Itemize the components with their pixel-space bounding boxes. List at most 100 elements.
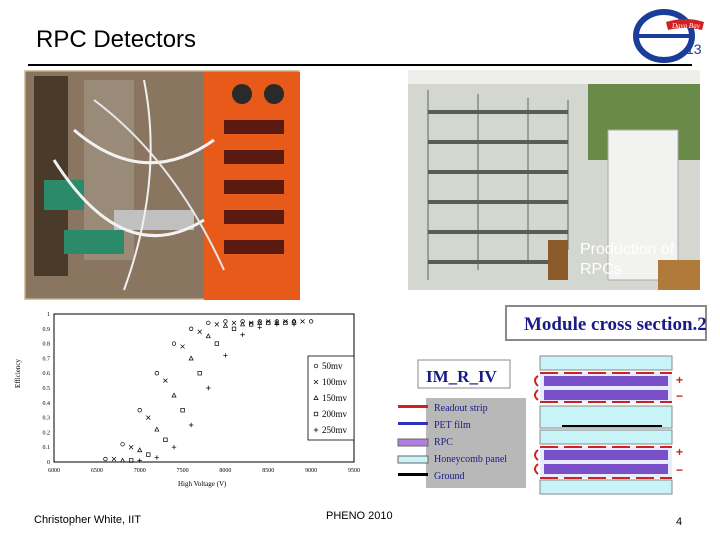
logo-subscript: 13 bbox=[686, 41, 702, 57]
module-legend-label: PET film bbox=[434, 420, 471, 431]
data-point bbox=[146, 415, 151, 420]
data-point bbox=[274, 322, 280, 327]
x-tick-label: 7500 bbox=[177, 468, 189, 474]
x-tick-label: 8500 bbox=[262, 468, 274, 474]
data-point bbox=[239, 321, 246, 327]
legend-label: 200mv bbox=[322, 409, 348, 419]
module-cross-section: Module cross section.2 IM_R_IV Readout s… bbox=[397, 305, 707, 495]
y-tick-label: 0.9 bbox=[43, 327, 51, 333]
legend-marker bbox=[313, 363, 319, 369]
svg-text:+: + bbox=[676, 373, 683, 387]
page-number: 4 bbox=[676, 516, 683, 528]
legend-label: 50mv bbox=[322, 361, 343, 371]
module-legend-label: Readout strip bbox=[434, 403, 488, 414]
daya-bay-logo: Daya Bay 13 bbox=[633, 9, 704, 63]
x-tick-label: 9000 bbox=[305, 468, 317, 474]
y-tick-label: 0.3 bbox=[43, 416, 51, 422]
y-axis-label: Efficiency bbox=[14, 358, 22, 388]
data-point bbox=[308, 319, 314, 324]
module-legend-swatch bbox=[398, 422, 428, 425]
x-axis-label: High Voltage (V) bbox=[178, 480, 227, 488]
module-legend-swatch bbox=[397, 438, 429, 447]
svg-text:+: + bbox=[676, 445, 683, 459]
legend-marker bbox=[313, 411, 319, 417]
legend-marker bbox=[313, 395, 319, 400]
efficiency-plot: 0 0.1 0.2 0.3 0.4 0.5 0.6 0.7 0.8 0.9 1 6000 6500 70… bbox=[8, 300, 366, 496]
data-point bbox=[231, 326, 237, 331]
data-point bbox=[257, 319, 262, 324]
data-point bbox=[188, 326, 194, 331]
y-tick-label: 0.1 bbox=[43, 445, 51, 451]
x-tick-label: 6000 bbox=[48, 468, 60, 474]
data-points bbox=[103, 318, 314, 463]
caption-line-2: RPCs bbox=[580, 261, 622, 278]
x-tick-label: 8000 bbox=[219, 468, 231, 474]
footer-author: Christopher White, IIT bbox=[34, 514, 141, 526]
data-point bbox=[146, 452, 151, 457]
y-tick-label: 1 bbox=[47, 312, 50, 318]
data-point bbox=[206, 320, 211, 326]
data-point bbox=[180, 344, 185, 349]
data-point bbox=[128, 458, 134, 463]
data-point bbox=[188, 355, 194, 361]
title-rule bbox=[28, 64, 692, 66]
data-point bbox=[137, 458, 142, 463]
data-point bbox=[137, 408, 142, 413]
y-tick-labels: 0 0.1 0.2 0.3 0.4 0.5 0.6 0.7 0.8 0.9 1 bbox=[43, 312, 51, 466]
data-point bbox=[171, 341, 177, 346]
data-point bbox=[291, 322, 297, 327]
data-point bbox=[128, 444, 134, 450]
data-point bbox=[171, 445, 177, 450]
y-tick-label: 0.7 bbox=[43, 356, 51, 362]
data-point bbox=[248, 322, 254, 327]
module-legend-swatch bbox=[398, 405, 428, 408]
data-point bbox=[163, 437, 168, 442]
legend-marker bbox=[313, 379, 319, 385]
module-legend-swatch bbox=[397, 455, 429, 464]
data-point bbox=[257, 325, 262, 330]
data-point bbox=[231, 320, 237, 326]
caption-line-1: Production of bbox=[580, 241, 675, 258]
plot-legend bbox=[307, 355, 355, 441]
module-title: Module cross section.2 bbox=[524, 314, 707, 335]
data-point bbox=[137, 447, 143, 453]
data-point bbox=[197, 371, 202, 376]
legend-marker bbox=[313, 427, 319, 433]
data-point bbox=[223, 353, 228, 358]
data-point bbox=[163, 378, 168, 383]
module-legend-label: Ground bbox=[434, 471, 465, 482]
storage-photo-caption: Production of RPCs bbox=[580, 240, 700, 280]
data-point bbox=[171, 392, 177, 398]
svg-text:−: − bbox=[676, 463, 683, 477]
module-legend-label: Honeycomb panel bbox=[434, 454, 507, 465]
data-point bbox=[266, 320, 271, 326]
data-point bbox=[222, 322, 229, 328]
data-point bbox=[188, 422, 194, 428]
legend-label: 250mv bbox=[322, 425, 348, 435]
svg-text:−: − bbox=[676, 389, 683, 403]
footer-conference: PHENO 2010 bbox=[326, 510, 393, 522]
data-point bbox=[197, 329, 202, 335]
module-label: IM_R_IV bbox=[426, 367, 498, 386]
x-tick-label: 6500 bbox=[91, 468, 103, 474]
legend-label: 150mv bbox=[322, 393, 348, 403]
y-tick-label: 0.5 bbox=[43, 386, 51, 392]
data-point bbox=[111, 456, 117, 462]
data-point bbox=[154, 426, 160, 432]
data-point bbox=[300, 319, 305, 324]
slide-title: RPC Detectors bbox=[36, 26, 197, 53]
rpc-storage-photo bbox=[408, 70, 700, 290]
y-tick-label: 0.6 bbox=[43, 371, 51, 377]
data-point bbox=[180, 408, 185, 413]
y-tick-label: 0 bbox=[47, 460, 50, 466]
y-tick-label: 0.4 bbox=[43, 401, 51, 407]
data-point bbox=[214, 322, 220, 327]
data-point bbox=[120, 442, 125, 447]
y-tick-label: 0.8 bbox=[43, 342, 51, 348]
data-point bbox=[283, 320, 288, 326]
legend-label: 100mv bbox=[322, 377, 348, 387]
y-tick-label: 0.2 bbox=[43, 430, 51, 436]
module-legend-label: RPC bbox=[434, 437, 453, 448]
x-tick-label: 7000 bbox=[134, 468, 146, 474]
data-point bbox=[103, 456, 108, 462]
